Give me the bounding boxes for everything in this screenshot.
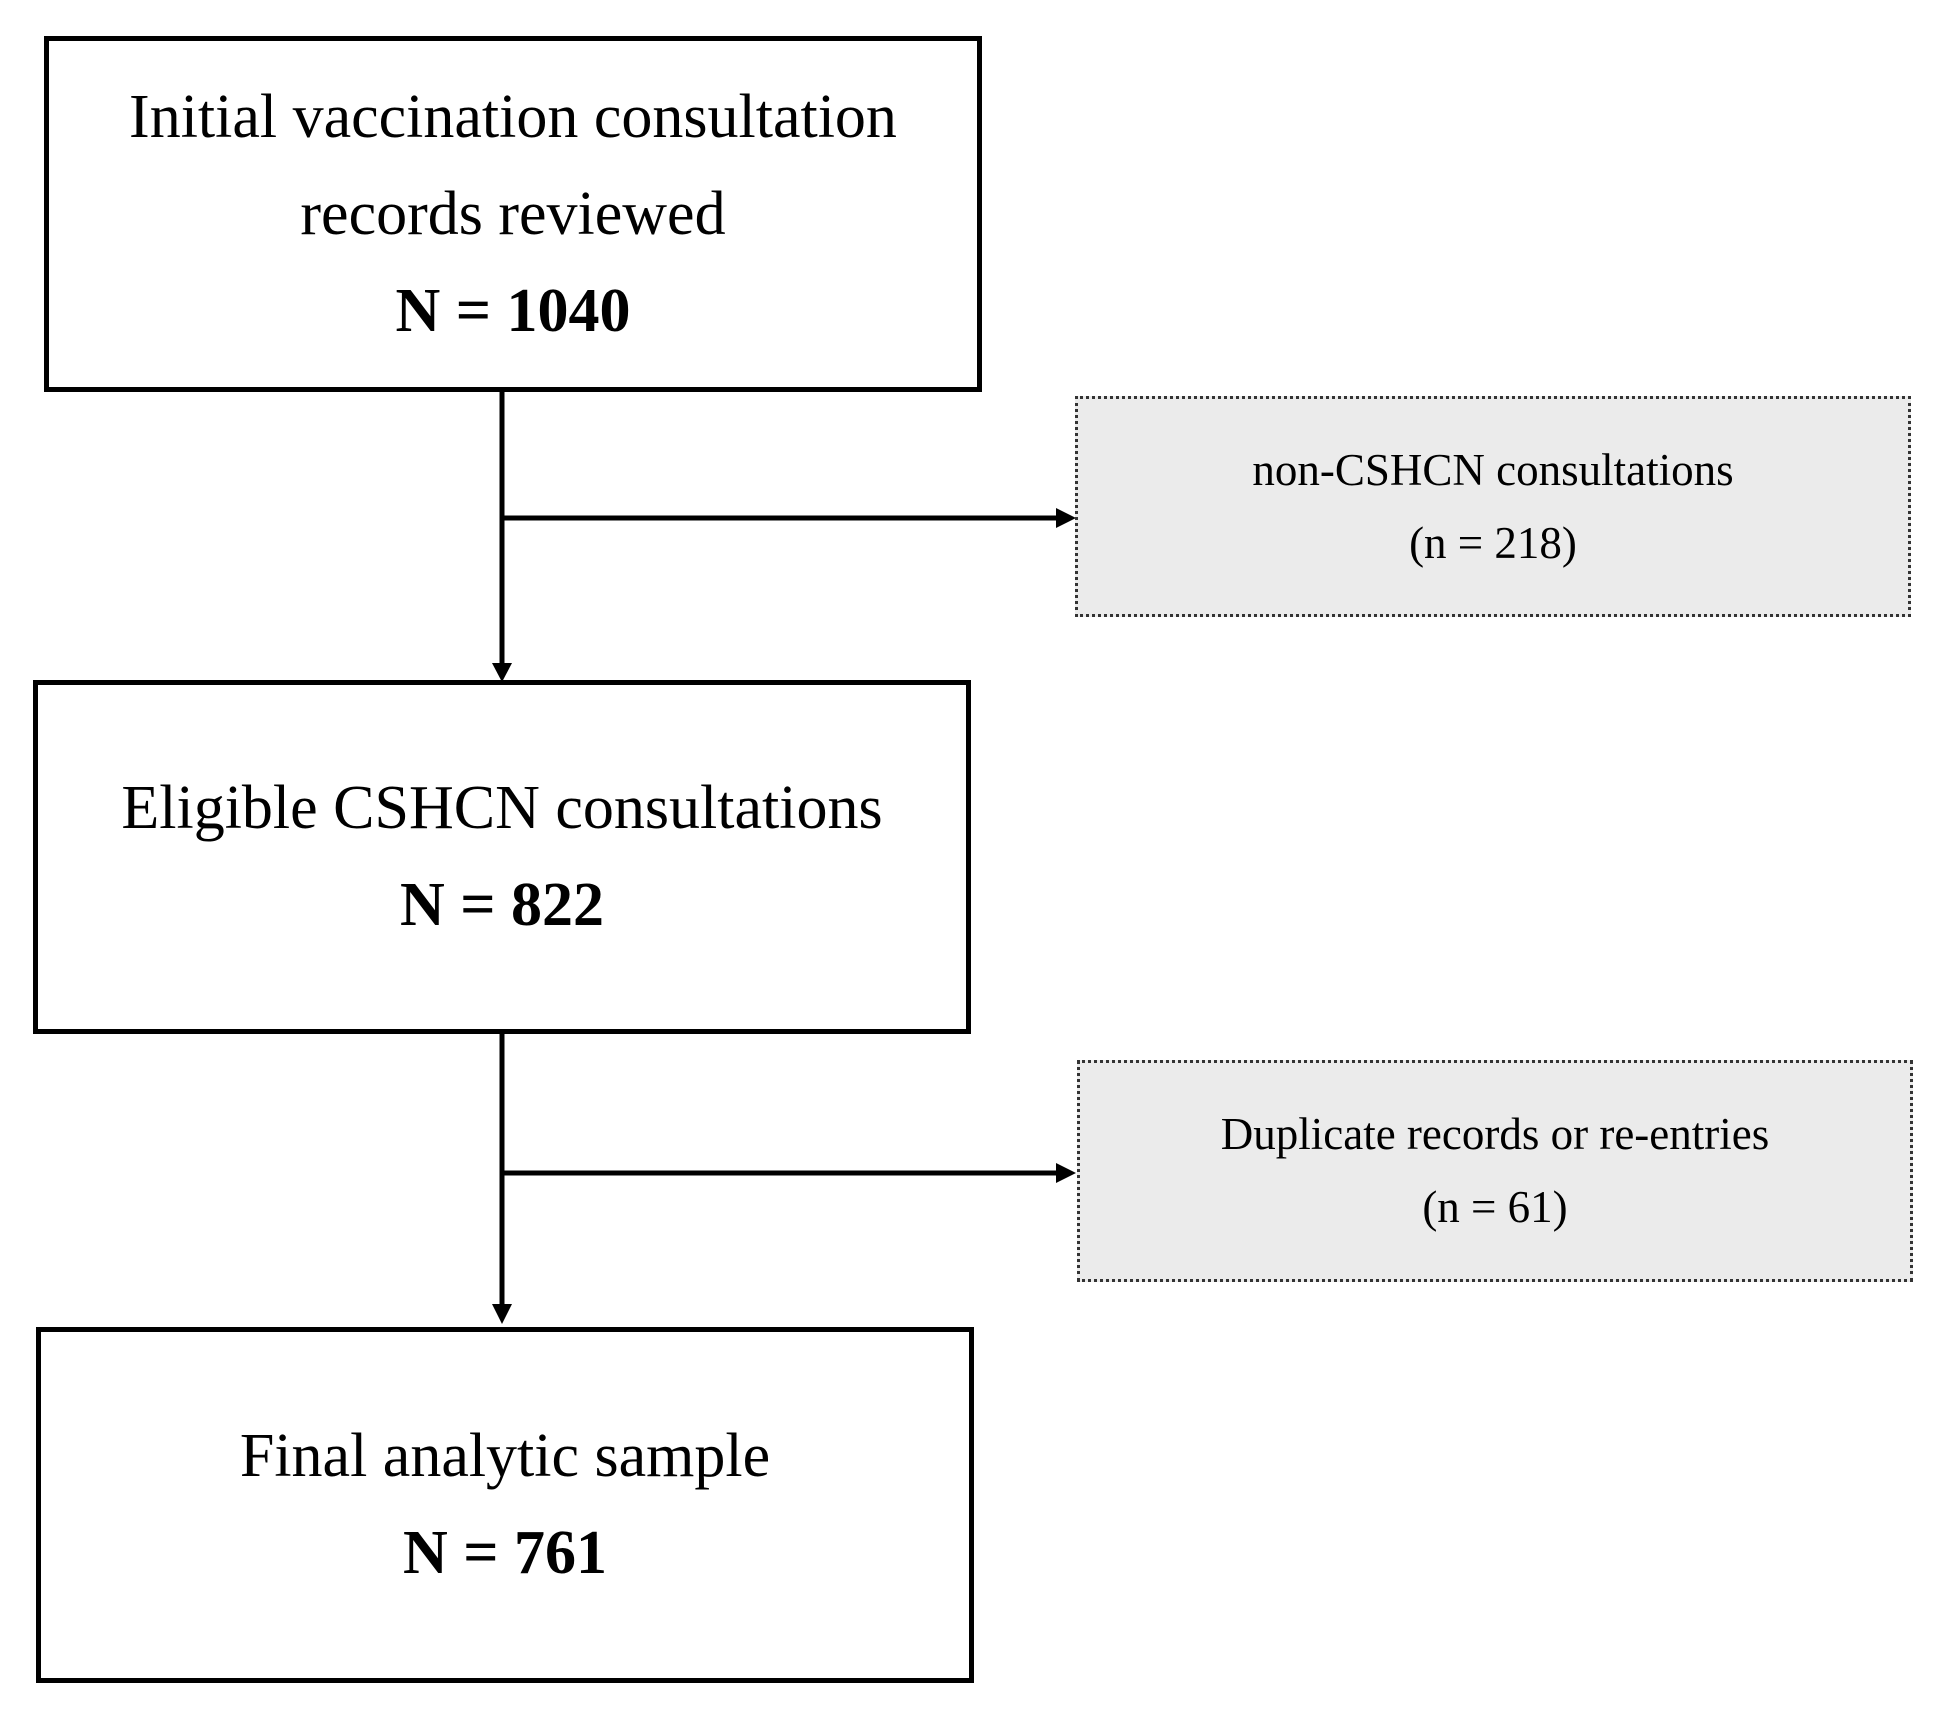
box-eligible-consultations: Eligible CSHCN consultations N = 822	[33, 680, 971, 1034]
arrowhead-exclusion-1	[1056, 508, 1076, 528]
arrowhead-eligible	[492, 663, 512, 682]
box-eligible-label: Eligible CSHCN consultations	[121, 774, 883, 842]
exclusion-1-label: non-CSHCN consultations	[1252, 444, 1734, 495]
exclusion-2-label: Duplicate records or re-entries	[1220, 1109, 1770, 1159]
box-initial-label-line1: Initial vaccination consultation	[129, 82, 897, 151]
box-initial-label-line2: records reviewed	[300, 179, 726, 248]
box-exclusion-duplicates: Duplicate records or re-entries (n = 61)	[1077, 1060, 1913, 1282]
arrowhead-exclusion-2	[1056, 1163, 1076, 1183]
box-initial-count: N = 1040	[395, 276, 631, 345]
box-initial-records: Initial vaccination consultation records…	[44, 36, 982, 392]
box-eligible-count: N = 822	[399, 871, 605, 939]
box-final-count: N = 761	[402, 1519, 608, 1587]
box-exclusion-non-cshcn: non-CSHCN consultations (n = 218)	[1075, 396, 1911, 617]
arrowhead-final	[492, 1304, 512, 1324]
box-final-label: Final analytic sample	[239, 1422, 771, 1490]
exclusion-1-count: (n = 218)	[1409, 517, 1577, 568]
exclusion-2-count: (n = 61)	[1422, 1182, 1568, 1232]
box-final-sample: Final analytic sample N = 761	[36, 1327, 974, 1683]
